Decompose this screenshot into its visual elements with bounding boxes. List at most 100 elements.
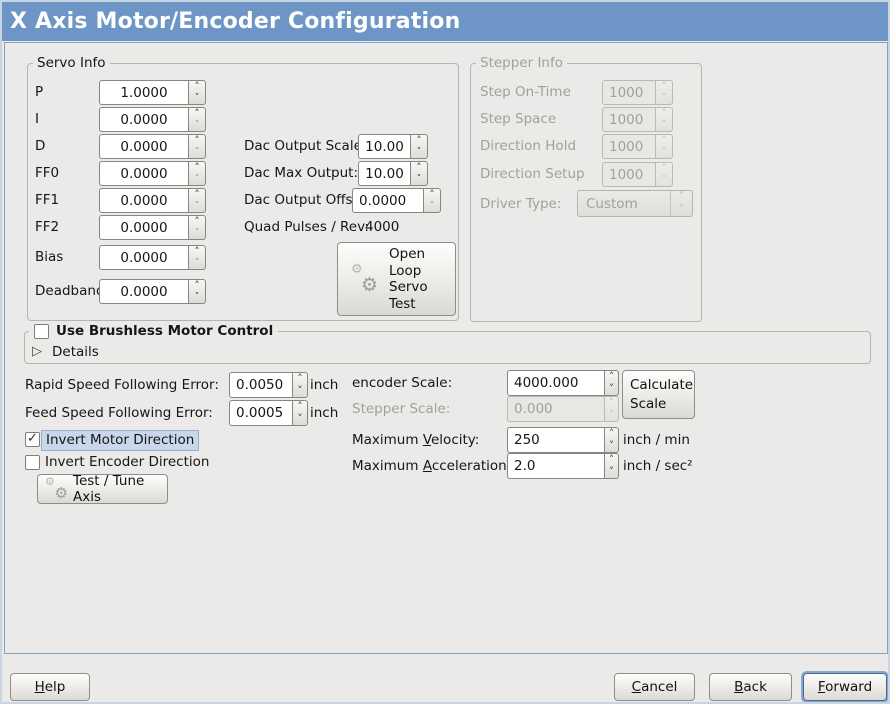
expander-arrow-icon[interactable]: ▷ [32, 344, 42, 359]
spin-up-icon[interactable]: ˄ [194, 135, 200, 147]
feed-spin-buttons[interactable]: ˄˅ [292, 400, 308, 426]
spin-up-icon: ˄ [608, 397, 615, 409]
max-acceleration-spin-buttons[interactable]: ˄˅ [604, 453, 619, 479]
ff1-spinbox[interactable]: 0.0000 ˄˅ [99, 188, 206, 213]
ff0-input[interactable]: 0.0000 [99, 161, 188, 186]
spin-up-icon[interactable]: ˄ [297, 373, 303, 385]
brushless-checkbox-row[interactable]: Use Brushless Motor Control [29, 323, 279, 339]
spin-down-icon[interactable]: ˅ [194, 227, 200, 239]
spin-up-icon[interactable]: ˄ [194, 280, 200, 292]
dac-output-offset-spinbox[interactable]: 0.0000 ˄˅ [352, 188, 441, 213]
i-spin-buttons[interactable]: ˄˅ [188, 107, 206, 132]
i-input[interactable]: 0.0000 [99, 107, 188, 132]
spin-down-icon[interactable]: ˅ [416, 146, 422, 158]
invert-encoder-checkbox[interactable] [25, 455, 40, 470]
d-spinbox[interactable]: 0.0000 ˄˅ [99, 134, 206, 159]
forward-button[interactable]: Forward [803, 673, 887, 701]
feed-following-error-spinbox[interactable]: 0.0005 ˄˅ [229, 400, 308, 426]
spin-up-icon[interactable]: ˄ [194, 81, 200, 93]
i-spinbox[interactable]: 0.0000 ˄˅ [99, 107, 206, 132]
spin-up-icon[interactable]: ˄ [194, 189, 200, 201]
dac-output-scale-spinbox[interactable]: 10.00 ˄˅ [358, 134, 428, 159]
bias-spin-buttons[interactable]: ˄˅ [188, 245, 206, 270]
deadband-input[interactable]: 0.0000 [99, 279, 188, 304]
spin-down-icon[interactable]: ˅ [297, 413, 303, 425]
spin-down-icon[interactable]: ˅ [194, 119, 200, 131]
details-expander[interactable]: ▷ Details [32, 344, 99, 360]
rapid-following-error-input[interactable]: 0.0050 [229, 372, 292, 398]
spin-up-icon[interactable]: ˄ [194, 162, 200, 174]
ff0-spin-buttons[interactable]: ˄˅ [188, 161, 206, 186]
p-spin-buttons[interactable]: ˄˅ [188, 80, 206, 105]
ff2-input[interactable]: 0.0000 [99, 215, 188, 240]
spin-down-icon[interactable]: ˅ [429, 200, 435, 212]
ff1-input[interactable]: 0.0000 [99, 188, 188, 213]
spin-down-icon[interactable]: ˅ [194, 291, 200, 303]
spin-down-icon[interactable]: ˅ [608, 466, 615, 478]
driver-type-value: Custom [586, 195, 638, 212]
max-acceleration-spinbox[interactable]: 2.0 ˄˅ [507, 453, 619, 479]
spin-up-icon[interactable]: ˄ [608, 428, 615, 440]
use-brushless-checkbox[interactable] [34, 323, 49, 339]
spin-down-icon[interactable]: ˅ [608, 440, 615, 452]
ff1-spin-buttons[interactable]: ˄˅ [188, 188, 206, 213]
max-acceleration-input[interactable]: 2.0 [507, 453, 604, 479]
spin-up-icon[interactable]: ˄ [429, 189, 435, 201]
dac-max-output-spin-buttons[interactable]: ˄˅ [410, 161, 428, 186]
p-spinbox[interactable]: 1.0000 ˄˅ [99, 80, 206, 105]
spin-down-icon[interactable]: ˅ [194, 257, 200, 269]
invert-motor-label[interactable]: Invert Motor Direction [41, 430, 200, 451]
max-velocity-input[interactable]: 250 [507, 427, 604, 453]
spin-up-icon[interactable]: ˄ [297, 401, 303, 413]
spin-down-icon[interactable]: ˅ [608, 383, 615, 395]
ff2-spinbox[interactable]: 0.0000 ˄˅ [99, 215, 206, 240]
dac-output-scale-label: Dac Output Scale: [244, 138, 367, 154]
dac-max-output-spinbox[interactable]: 10.00 ˄˅ [358, 161, 428, 186]
spin-down-icon[interactable]: ˅ [297, 385, 303, 397]
spin-down-icon[interactable]: ˅ [194, 173, 200, 185]
dac-output-scale-input[interactable]: 10.00 [358, 134, 410, 159]
spin-down-icon[interactable]: ˅ [194, 92, 200, 104]
spin-up-icon[interactable]: ˄ [608, 454, 615, 466]
test-tune-axis-button[interactable]: ⚙ ⚙ Test / Tune Axis [37, 473, 168, 505]
feed-following-error-input[interactable]: 0.0005 [229, 400, 292, 426]
rapid-spin-buttons[interactable]: ˄˅ [292, 372, 308, 398]
dac-output-scale-spin-buttons[interactable]: ˄˅ [410, 134, 428, 159]
dac-output-offset-input[interactable]: 0.0000 [352, 188, 423, 213]
open-loop-servo-test-button[interactable]: ⚙ ⚙ Open Loop Servo Test [337, 242, 456, 316]
rapid-following-error-spinbox[interactable]: 0.0050 ˄˅ [229, 372, 308, 398]
dac-output-offset-spin-buttons[interactable]: ˄˅ [423, 188, 441, 213]
encoder-scale-input[interactable]: 4000.000 [507, 370, 604, 396]
d-spin-buttons[interactable]: ˄˅ [188, 134, 206, 159]
spin-up-icon[interactable]: ˄ [194, 108, 200, 120]
calculate-scale-button[interactable]: Calculate Scale [622, 370, 695, 419]
deadband-spinbox[interactable]: 0.0000 ˄˅ [99, 279, 206, 304]
dac-max-output-input[interactable]: 10.00 [358, 161, 410, 186]
spin-up-icon[interactable]: ˄ [194, 216, 200, 228]
back-button[interactable]: Back [709, 673, 792, 701]
spin-up-icon[interactable]: ˄ [416, 162, 422, 174]
ff0-spinbox[interactable]: 0.0000 ˄˅ [99, 161, 206, 186]
spin-down-icon[interactable]: ˅ [416, 173, 422, 185]
spin-down-icon[interactable]: ˅ [194, 146, 200, 158]
help-button[interactable]: Help [10, 673, 90, 701]
spin-up-icon[interactable]: ˄ [416, 135, 422, 147]
max-velocity-spinbox[interactable]: 250 ˄˅ [507, 427, 619, 453]
bias-spinbox[interactable]: 0.0000 ˄˅ [99, 245, 206, 270]
p-input[interactable]: 1.0000 [99, 80, 188, 105]
cancel-button[interactable]: Cancel [614, 673, 695, 701]
max-acceleration-label: Maximum Acceleration: [352, 458, 512, 474]
d-input[interactable]: 0.0000 [99, 134, 188, 159]
encoder-scale-spinbox[interactable]: 4000.000 ˄˅ [507, 370, 619, 396]
invert-motor-checkbox[interactable]: ✓ [25, 432, 40, 447]
spin-down-icon[interactable]: ˅ [194, 200, 200, 212]
ff2-spin-buttons[interactable]: ˄˅ [188, 215, 206, 240]
encoder-scale-spin-buttons[interactable]: ˄˅ [604, 370, 619, 396]
max-velocity-spin-buttons[interactable]: ˄˅ [604, 427, 619, 453]
spin-up-icon[interactable]: ˄ [194, 246, 200, 258]
spin-up-icon[interactable]: ˄ [608, 371, 615, 383]
deadband-spin-buttons[interactable]: ˄˅ [188, 279, 206, 304]
step-space-spinbox: 1000 ˄˅ [602, 107, 673, 132]
invert-encoder-label[interactable]: Invert Encoder Direction [45, 454, 210, 470]
bias-input[interactable]: 0.0000 [99, 245, 188, 270]
